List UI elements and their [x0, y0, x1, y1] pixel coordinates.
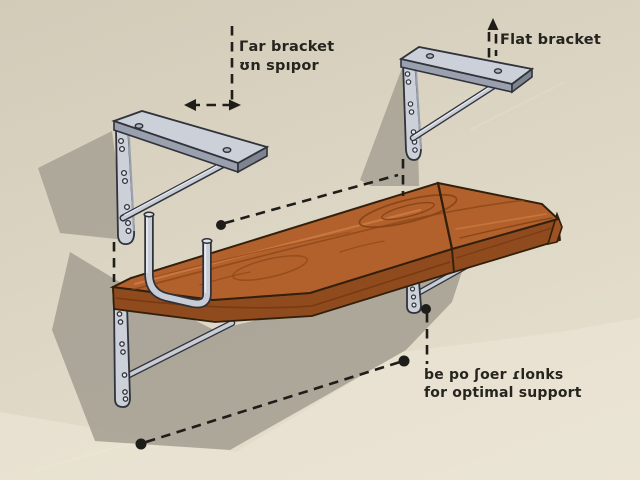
grain-line: [149, 231, 351, 279]
grain-knot: [232, 255, 308, 281]
callout-dot: [135, 438, 147, 450]
front-grain-line: [455, 227, 553, 259]
wall-scratch: [469, 81, 566, 131]
plate-hole: [134, 122, 144, 129]
arrow-right-icon: [229, 99, 241, 111]
grain-line: [339, 240, 385, 253]
callout-annotations: [112, 26, 498, 444]
screw-hole: [118, 145, 126, 153]
screw-hole: [404, 71, 411, 77]
grain-knot: [381, 201, 435, 221]
label-line: Γar bracket: [239, 39, 335, 55]
u-shaped-rod: [143, 211, 213, 309]
screw-hole: [117, 137, 125, 145]
shelf-right-end-face: [546, 211, 563, 246]
label-line: ʊn spıpor: [239, 58, 319, 74]
screw-hole: [121, 372, 128, 378]
lower-left-support-bracket: [113, 301, 236, 408]
bracket-brace-fill: [411, 80, 502, 140]
callout-dot: [216, 220, 226, 230]
grain-line: [133, 208, 422, 286]
plate-hole: [425, 53, 435, 59]
rod-end-cap: [201, 238, 213, 244]
screw-hole: [409, 286, 416, 292]
left-bracket-shadow: [38, 131, 126, 240]
screw-holes: [117, 137, 132, 235]
screw-hole: [412, 147, 418, 153]
support-brace-rod-fill: [119, 321, 234, 381]
label-top-left-bracket: Γar bracket ʊn spıpor: [239, 38, 334, 76]
rod-end-cap: [143, 211, 155, 218]
label-optimal-support: be po ʃoer ɾlonks for optimal support: [424, 366, 582, 402]
flat-bracket-top-right: [398, 46, 535, 161]
label-flat-bracket: Flat bracket: [500, 31, 601, 50]
screw-hole: [124, 219, 132, 227]
bracket-brace-fill: [121, 160, 230, 220]
plate-hole: [222, 146, 232, 153]
screw-hole: [405, 79, 412, 85]
label-line: for optimal support: [424, 385, 582, 401]
screw-hole: [123, 203, 131, 211]
label-line: be po ʃoer ɾlonks: [424, 367, 564, 383]
screw-hole: [408, 109, 415, 115]
screw-hole: [125, 227, 132, 235]
bracket-brace-highlight: [123, 159, 228, 217]
plank-seam: [436, 182, 454, 250]
grain-line: [455, 213, 547, 230]
screw-holes: [404, 71, 418, 153]
grain-line: [459, 217, 553, 239]
wall-strip: [113, 301, 131, 408]
callout-markers: [135, 18, 499, 450]
screw-hole: [411, 302, 417, 308]
plate-hole: [493, 68, 503, 74]
screw-hole: [121, 177, 129, 185]
wood-grain: [119, 194, 558, 294]
grain-knot: [358, 194, 458, 228]
screw-hole: [122, 396, 129, 402]
arrow-left-icon: [184, 99, 196, 111]
callout-line-bottom-diagonal: [145, 360, 401, 444]
screw-hole: [407, 101, 414, 107]
screw-holes: [409, 286, 417, 308]
label-line: Flat bracket: [500, 32, 601, 48]
callout-dot: [421, 304, 431, 314]
screw-hole: [120, 169, 128, 177]
screw-hole: [116, 311, 123, 317]
rod-fill: [146, 214, 210, 307]
callout-line-to-right-bracket: [224, 173, 399, 225]
screw-hole: [120, 349, 126, 355]
screw-hole: [117, 319, 124, 325]
callout-dot: [398, 355, 410, 367]
bracket-brace-highlight: [413, 80, 500, 137]
arrow-up-icon: [487, 18, 499, 30]
screw-hole: [410, 294, 417, 300]
screw-holes: [116, 311, 129, 402]
screw-hole: [122, 389, 128, 395]
screw-hole: [119, 341, 125, 347]
flat-bracket-top-left: [111, 110, 270, 245]
